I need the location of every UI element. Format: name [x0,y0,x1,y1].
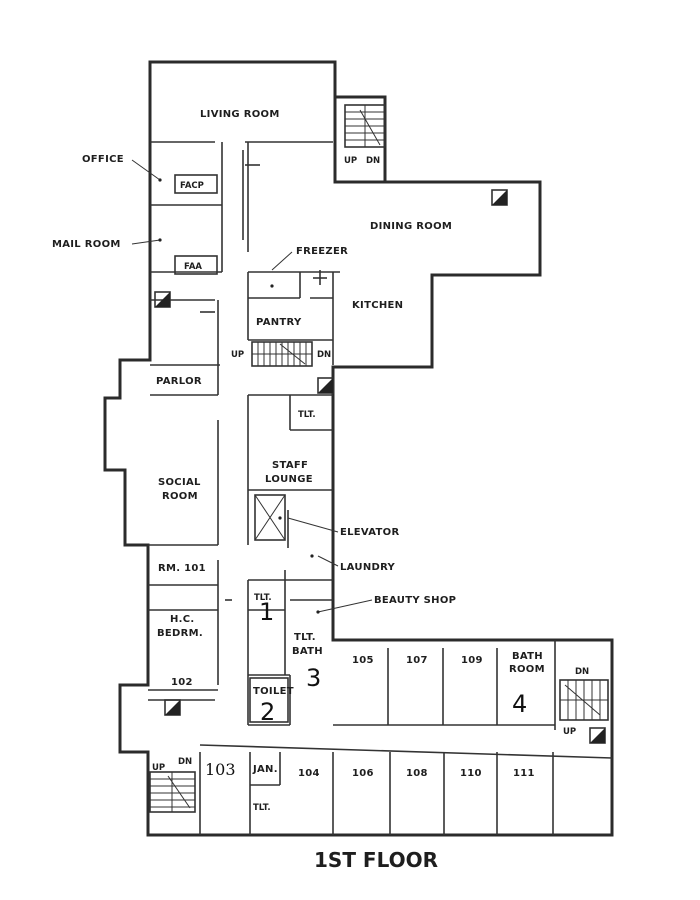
handwritten-3: 3 [306,664,321,692]
facp-box [174,174,218,194]
label-hc: H.C. [170,614,195,625]
label-kitchen: KITCHEN [352,300,403,311]
label-109: 109 [461,655,483,666]
leader-lines [131,159,373,614]
floor-title: 1ST FLOOR [314,848,438,872]
elevator-car [254,494,286,541]
label-tlt-lower: TLT. [253,803,271,813]
stair-labels: UP DN UP DN DN UP UP DN [152,156,589,773]
label-tlt-bath-1: TLT. [294,632,316,643]
stair-middle [251,341,313,367]
label-106: 106 [352,768,374,779]
stair-left-up: UP [152,763,165,773]
label-freezer: FREEZER [296,246,348,257]
handwritten-notes: 1 2 3 4 103 [205,598,527,779]
faa-box [174,255,218,275]
label-bedrm: BEDRM. [157,628,203,639]
label-faa: FAA [184,262,202,272]
stair-left [149,771,196,813]
handwritten-1: 1 [259,598,274,626]
label-room: ROOM [162,491,198,502]
label-laundry: LAUNDRY [340,562,396,573]
stair-left-dn: DN [178,757,192,767]
label-facp: FACP [180,181,204,191]
label-tlt-1: TLT. [254,593,272,603]
label-living-room: LIVING ROOM [200,109,280,120]
label-tlt-bath-2: BATH [292,646,323,657]
shaft-markers [154,189,606,744]
stair-top-dn: DN [366,156,380,166]
label-111: 111 [513,768,535,779]
label-staff: STAFF [272,460,308,471]
handwritten-2: 2 [260,698,275,726]
stair-right-up: UP [563,727,576,737]
label-108: 108 [406,768,428,779]
label-105: 105 [352,655,374,666]
stair-right [559,679,609,721]
label-rm101: RM. 101 [158,563,206,574]
handwritten-103: 103 [205,760,236,779]
label-110: 110 [460,768,482,779]
label-toilet: TOILET [253,686,294,697]
interior-walls [148,141,613,835]
label-pantry: PANTRY [256,317,302,328]
label-102: 102 [171,677,193,688]
label-jan: JAN. [252,764,278,775]
room-labels: LIVING ROOM OFFICE FACP MAIL ROOM FAA DI… [52,109,545,813]
stair-top-up: UP [344,156,357,166]
label-parlor: PARLOR [156,376,202,387]
label-beauty-shop: BEAUTY SHOP [374,595,456,606]
stair-mid-up: UP [231,350,244,360]
label-bath-room: ROOM [509,664,545,675]
stair-top [344,104,386,148]
stair-mid-dn: DN [317,350,331,360]
outer-walls [103,60,614,837]
label-mail-room: MAIL ROOM [52,239,121,250]
label-107: 107 [406,655,428,666]
toilet-box [249,677,289,723]
label-104: 104 [298,768,320,779]
stair-right-dn: DN [575,667,589,677]
label-bath: BATH [512,651,543,662]
label-lounge: LOUNGE [265,474,313,485]
label-elevator: ELEVATOR [340,527,399,538]
label-tlt-upper: TLT. [298,410,316,420]
handwritten-4: 4 [512,690,527,718]
label-dining-room: DINING ROOM [370,221,452,232]
label-social: SOCIAL [158,477,201,488]
label-office: OFFICE [82,154,124,165]
